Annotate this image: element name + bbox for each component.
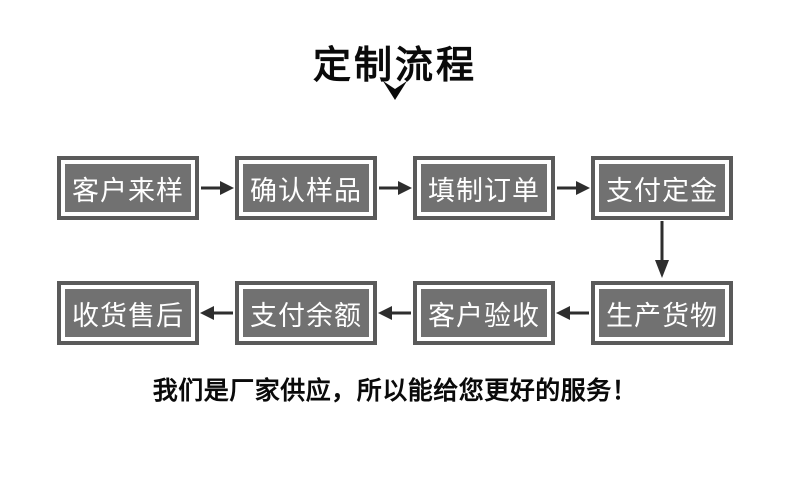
flow-row-top: 客户来样 确认样品 填制订单 支付定金 xyxy=(57,156,733,220)
arrow-left-icon xyxy=(200,306,233,320)
flow-step-label: 收货售后 xyxy=(65,289,191,337)
arrow-right-icon xyxy=(379,181,412,195)
arrow-left-icon xyxy=(556,306,589,320)
arrow-right-icon xyxy=(201,181,234,195)
flow-step-confirm-sample: 确认样品 xyxy=(235,156,377,220)
arrow-left-icon xyxy=(378,306,411,320)
flow-step-customer-sample: 客户来样 xyxy=(57,156,199,220)
flow-step-production: 生产货物 xyxy=(591,281,733,345)
flow-step-label: 生产货物 xyxy=(599,289,725,337)
arrow-right-icon xyxy=(557,181,590,195)
arrow-down-icon xyxy=(655,221,669,278)
flow-step-customer-acceptance: 客户验收 xyxy=(413,281,555,345)
flow-row-bottom: 收货售后 支付余额 客户验收 生产货物 xyxy=(57,281,733,345)
flow-step-label: 填制订单 xyxy=(421,164,547,212)
flow-step-pay-balance: 支付余额 xyxy=(235,281,377,345)
flow-step-label: 支付余额 xyxy=(243,289,369,337)
flow-step-label: 客户来样 xyxy=(65,164,191,212)
flow-step-label: 客户验收 xyxy=(421,289,547,337)
page-title: 定制流程 xyxy=(312,45,477,87)
flow-step-pay-deposit: 支付定金 xyxy=(591,156,733,220)
flow-step-label: 支付定金 xyxy=(599,164,725,212)
flow-step-label: 确认样品 xyxy=(243,164,369,212)
flow-step-receive-aftersale: 收货售后 xyxy=(57,281,199,345)
chevron-down-icon xyxy=(383,81,407,100)
footer-note: 我们是厂家供应，所以能给您更好的服务！ xyxy=(152,377,638,405)
flow-step-fill-order: 填制订单 xyxy=(413,156,555,220)
